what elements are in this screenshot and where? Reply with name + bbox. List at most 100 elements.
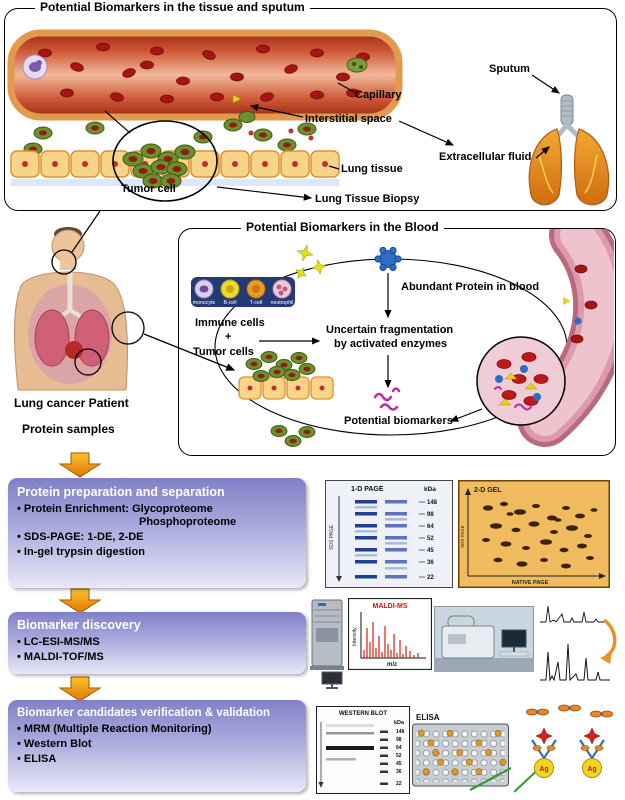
svg-text:22: 22 xyxy=(427,575,434,581)
tumor-cell-label: Tumor cell xyxy=(121,183,176,195)
svg-text:22: 22 xyxy=(396,781,402,787)
patient-caption-2: Protein samples xyxy=(22,422,115,436)
step2-title: Biomarker discovery xyxy=(17,618,141,632)
lung-tissue-label: Lung tissue xyxy=(341,163,403,175)
maldi-y-axis: Intensity xyxy=(352,627,358,646)
step1-bullet-4: • In-gel trypsin digestion xyxy=(17,546,145,558)
escaping-tumor-cell xyxy=(238,111,256,123)
svg-text:36: 36 xyxy=(427,560,434,566)
maldi-title: MALDI-MS xyxy=(373,603,408,610)
western-title: WESTERN BLOT xyxy=(339,711,387,717)
migrating-tumor-cells xyxy=(270,425,316,447)
tumor-cells-label: Tumor cells xyxy=(193,346,254,358)
gel-1d-y-axis: SDS PAGE xyxy=(329,524,335,550)
tumor-zoom-circle xyxy=(112,120,218,202)
elisa-plate-image: ELISA xyxy=(412,713,512,791)
svg-text:64: 64 xyxy=(427,524,434,530)
ag-label-2: Ag xyxy=(587,766,596,773)
monitor-icon xyxy=(321,671,343,685)
tcell-label: T-cell xyxy=(250,300,262,306)
spectra-traces-image xyxy=(540,605,617,682)
gel-2d-image: 2-D GEL SDS PAGE NATIVE PAGE xyxy=(458,480,610,588)
monocyte-cell-icon xyxy=(22,54,48,80)
neutrophil-label: neutrophil xyxy=(271,300,294,306)
svg-text:148: 148 xyxy=(427,500,438,506)
plus-label: + xyxy=(225,331,232,343)
curved-arrow-icon xyxy=(602,618,617,658)
gel-2d-spots xyxy=(482,501,598,569)
maldi-spectrum-image: MALDI-MS Intensity m/z xyxy=(348,598,432,670)
patient-annotation-circles xyxy=(51,249,145,376)
tumor-cluster xyxy=(112,120,218,202)
gel-2d-y-axis: SDS PAGE xyxy=(460,525,465,548)
tissue-panel-title: Potential Biomarkers in the tissue and s… xyxy=(35,0,310,14)
capillary-illustration xyxy=(7,29,403,123)
lc-instrument-image xyxy=(310,599,344,689)
interstitial-space-label: Interstitial space xyxy=(305,113,392,125)
potential-biomarkers-label: Potential biomarkers xyxy=(344,415,453,427)
step1-bullet-3: • SDS-PAGE: 1-DE, 2-DE xyxy=(17,531,144,543)
step-box-discovery: Biomarker discovery • LC-ESI-MS/MS • MAL… xyxy=(8,612,306,674)
step3-title: Biomarker candidates verification & vali… xyxy=(17,707,271,719)
extracellular-fluid-label: Extracellular fluid xyxy=(439,151,532,163)
down-arrow-icon-3 xyxy=(58,676,102,702)
fragmentation-label-1: Uncertain fragmentation xyxy=(326,324,454,336)
svg-text:98: 98 xyxy=(396,737,402,743)
elisa-title: ELISA xyxy=(416,713,440,722)
step3-bullet-2: • Western Blot xyxy=(17,738,92,750)
peptide-pairs-icon xyxy=(526,704,613,718)
step3-bullet-1: • MRM (Multiple Reaction Monitoring) xyxy=(17,723,212,735)
lungs-illustration xyxy=(528,94,610,206)
abundant-protein-icon xyxy=(374,246,402,272)
tumor-tissue-block xyxy=(238,351,334,400)
tissue-panel-connectors xyxy=(104,74,560,201)
biomarker-squiggles-icon xyxy=(373,387,401,411)
gel-2d-title: 2-D GEL xyxy=(474,487,502,494)
svg-text:52: 52 xyxy=(427,536,434,542)
patient-illustration xyxy=(14,227,145,391)
step2-bullet-2: • MALDI-TOF/MS xyxy=(17,651,104,663)
leak-arrow-icon xyxy=(232,94,242,104)
gel-1d-kda-header: kDa xyxy=(424,486,436,493)
monocyte-label: monocyte xyxy=(193,300,216,306)
svg-text:64: 64 xyxy=(396,745,402,751)
step-box-preparation: Protein preparation and separation • Pro… xyxy=(8,478,306,588)
immune-cell-strip: monocyte B-cell T-cell neutrophil xyxy=(191,277,295,307)
svg-text:98: 98 xyxy=(427,512,434,518)
step-box-verification: Biomarker candidates verification & vali… xyxy=(8,700,306,792)
abundant-protein-label: Abundant Protein in blood xyxy=(401,281,540,293)
ag-label-1: Ag xyxy=(539,766,548,773)
immune-cells-label: Immune cells xyxy=(195,317,265,329)
svg-text:148: 148 xyxy=(396,729,405,735)
svg-text:45: 45 xyxy=(427,548,434,554)
pointer-line xyxy=(469,767,512,791)
lung-tissue-biopsy-label: Lung Tissue Biopsy xyxy=(315,193,420,205)
immune-cell-icon xyxy=(346,57,368,73)
positive-wells xyxy=(417,729,507,776)
svg-text:45: 45 xyxy=(396,761,402,767)
gel-1d-title: 1-D PAGE xyxy=(351,486,384,493)
antigen-circle-2 xyxy=(582,758,602,778)
tumor-cells-scattered xyxy=(23,118,317,156)
step1-bullet-1: • Protein Enrichment: Glycoproteome xyxy=(17,503,213,515)
blood-panel: Potential Biomarkers in the Blood xyxy=(178,220,616,456)
fragmentation-label-2: by activated enzymes xyxy=(334,338,448,350)
antibody-diagram: Ag Ag xyxy=(514,704,613,793)
tissue-illustration xyxy=(7,29,610,206)
tissue-sputum-panel: Potential Biomarkers in the tissue and s… xyxy=(4,0,617,211)
maldi-peaks xyxy=(363,622,419,658)
down-arrow-icon-2 xyxy=(58,588,102,614)
step3-bullet-3: • ELISA xyxy=(17,753,57,765)
gel-1d-image: 1-D PAGE kDa SDS PAGE 148 98 xyxy=(325,480,453,588)
activation-stars-icon xyxy=(295,244,327,279)
antigen-star-icon xyxy=(535,727,601,745)
antigen-circle-1 xyxy=(534,758,554,778)
step2-bullet-1: • LC-ESI-MS/MS xyxy=(17,636,100,648)
bcell-label: B-cell xyxy=(224,300,237,306)
down-arrow-icon-1 xyxy=(58,452,102,478)
patient-caption-1: Lung cancer Patient xyxy=(14,396,129,410)
step1-bullet-2: Phosphoproteome xyxy=(139,516,237,528)
blood-vessel-illustration xyxy=(476,229,614,447)
